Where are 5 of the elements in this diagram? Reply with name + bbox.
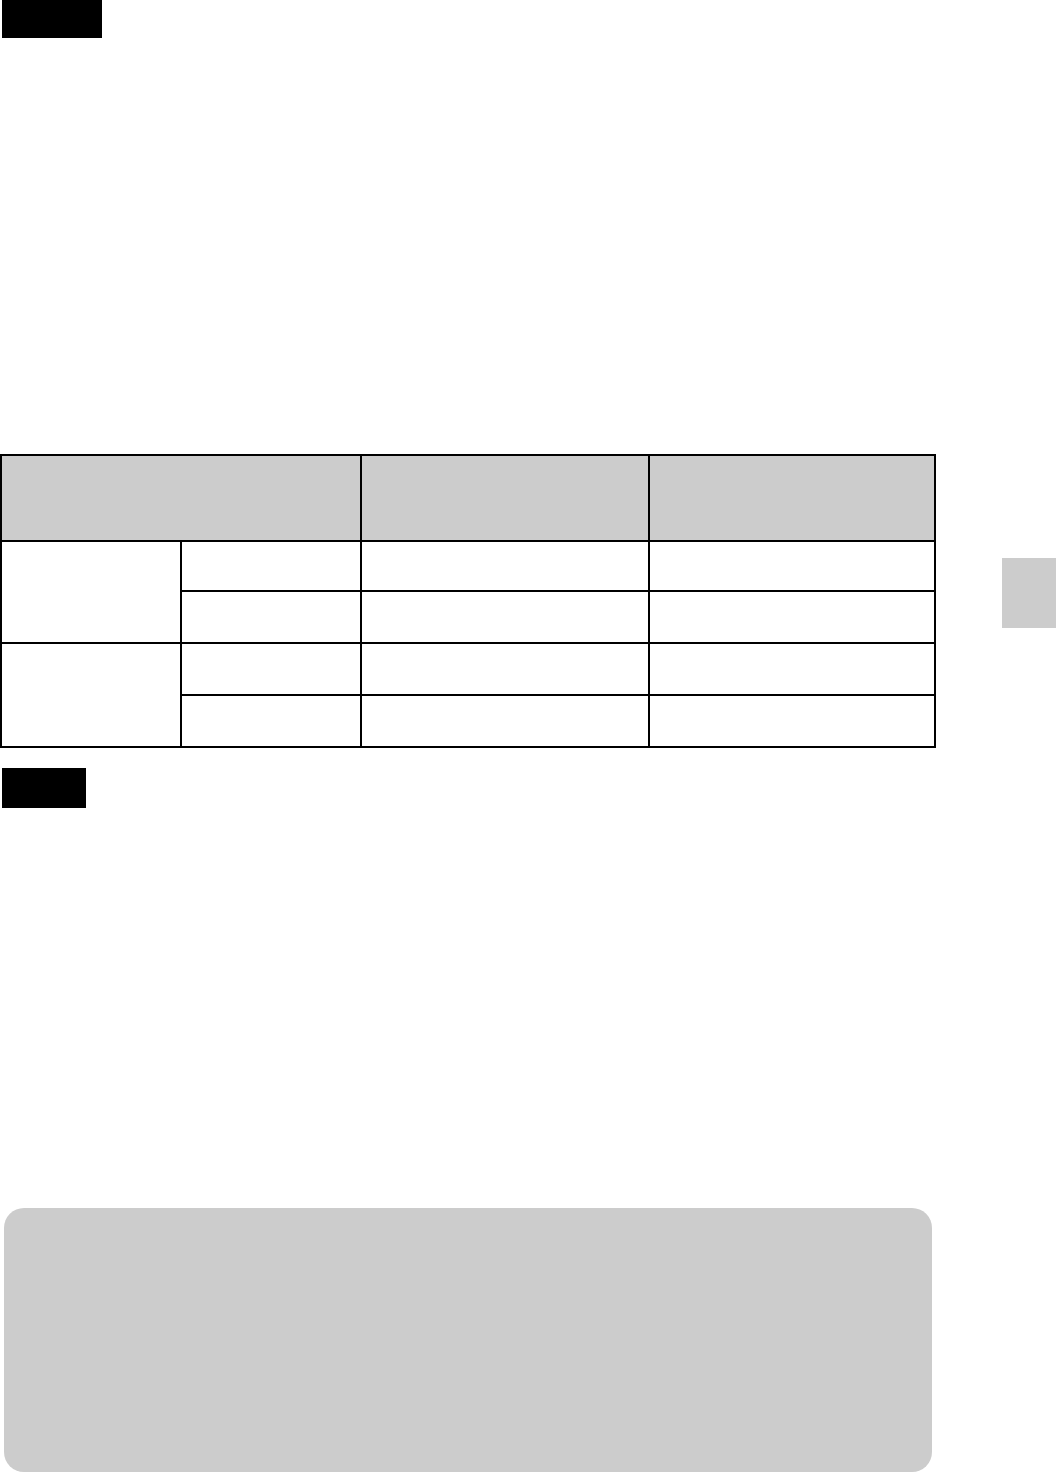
label-bar <box>2 0 102 38</box>
note-panel <box>4 1208 932 1472</box>
side-tab <box>1002 558 1056 628</box>
data-table <box>0 454 936 748</box>
label-bar <box>2 768 86 808</box>
